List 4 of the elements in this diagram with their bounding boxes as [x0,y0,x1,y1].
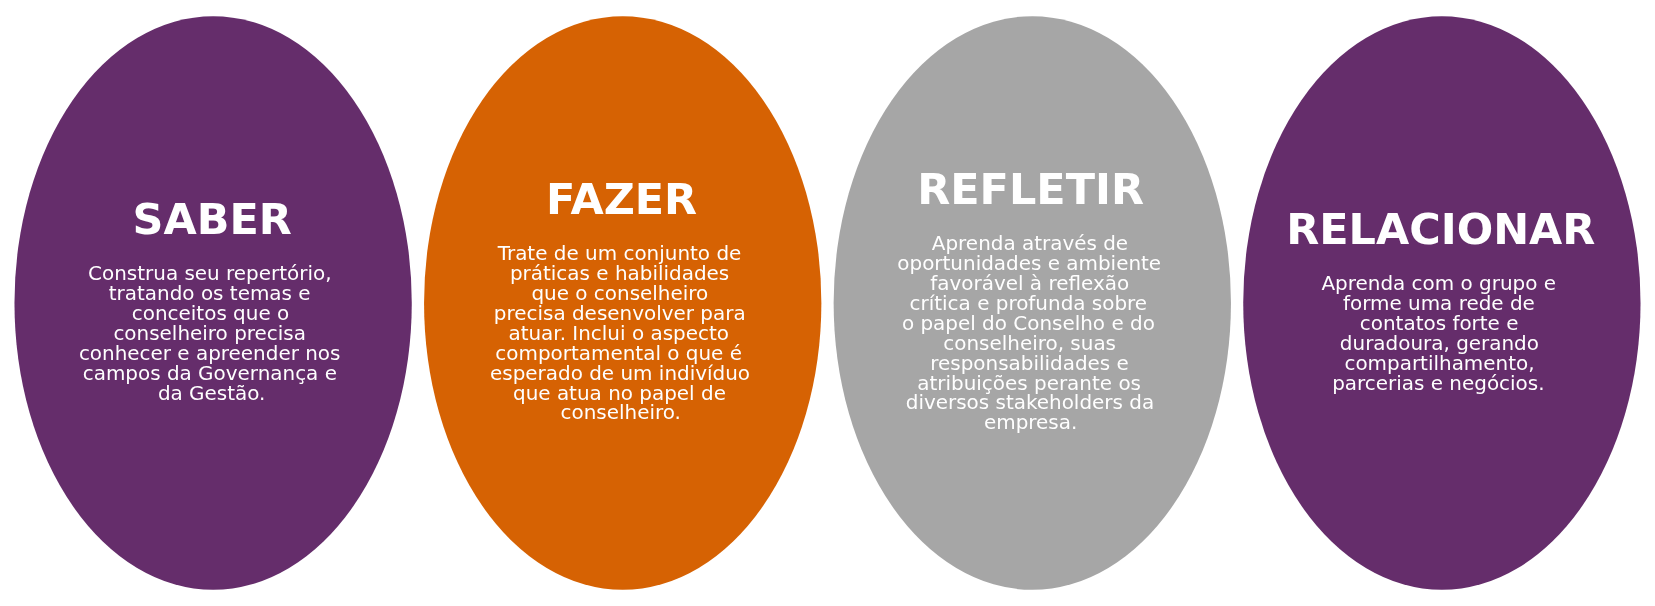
node-ellipse: REFLETIR Aprenda através de oportunidades e ambiente favorável à reflexão crítica e profunda sobre o papel do Conselho e do conselheiro, suas responsabilidades e atribuições perante os diversos stakeholders da empresa. [833,16,1231,590]
node-ellipse: RELACIONAR Aprenda com o grupo e forme uma rede de contatos forte e duradoura, gerando compartilhamento, parcerias e negócios. [1243,16,1641,590]
node-ellipse: SABER Construa seu repertório, tratando os temas e conceitos que o conselheiro precisa conhecer e apreender nos campos da Governança e da Gestão. [14,16,412,590]
node-ellipse: FAZER Trate de um conjunto de práticas e habilidades que o conselheiro precisa desenvolver para atuar. Inclui o aspecto comportamental o que é esperado de um indivíduo que atua no papel de conselheiro. [424,16,822,590]
